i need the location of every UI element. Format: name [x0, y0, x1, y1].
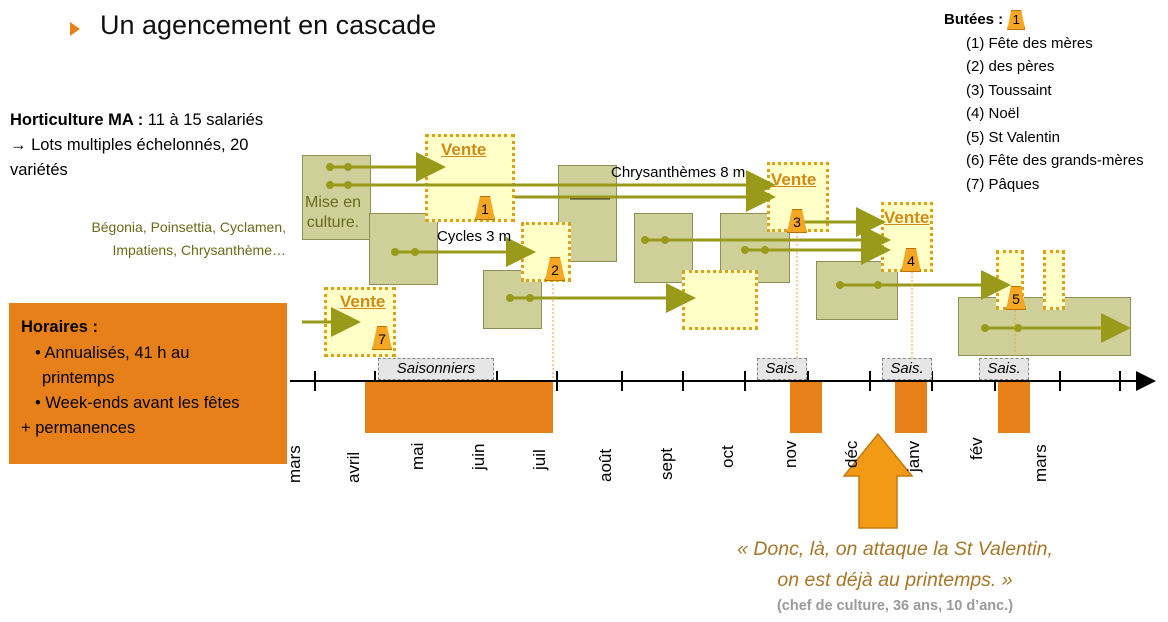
vente-label: Vente: [340, 292, 386, 311]
legend: Butées :1 (1) Fête des mères (2) des pèr…: [944, 8, 1144, 196]
horticulture-staff: 11 à 15 salariés: [143, 111, 264, 129]
legend-item: (6) Fête des grands-mères: [966, 152, 1144, 169]
varieties-text: Bégonia, Poinsettia, Cyclamen, Impatiens…: [91, 219, 286, 258]
horaires-line: • Annualisés, 41 h au: [35, 344, 190, 362]
vente-label: Vente: [441, 140, 487, 159]
culture-box: [558, 165, 617, 262]
horaires-title: Horaires :: [21, 318, 99, 336]
month-label: mars: [285, 445, 304, 483]
sais-label: Sais.: [882, 358, 932, 380]
legend-item: (1) Fête des mères: [966, 34, 1093, 52]
chrysanthemes-label: Chrysanthèmes 8 m: [611, 164, 746, 181]
month-label: juil: [530, 449, 549, 470]
month-label: avril: [344, 451, 363, 483]
sais-label: Sais.: [979, 358, 1029, 380]
sais-label: Sais.: [757, 358, 807, 380]
month-label: mars: [1031, 444, 1050, 482]
month-label: août: [596, 448, 615, 482]
horticulture-label: Horticulture MA :: [10, 111, 144, 129]
slide-title: Un agencement en cascade: [100, 10, 437, 40]
horaires-line: + permanences: [21, 419, 136, 437]
vente-label: Vente: [771, 170, 817, 189]
up-arrow-icon: [842, 432, 914, 529]
cycles-label: Cycles 3 m: [437, 228, 512, 245]
horticulture-text: Horticulture MA : 11 à 15 salariés → Lot…: [10, 108, 300, 183]
horaires-line: printemps: [42, 369, 115, 387]
vente-box: [1043, 250, 1065, 310]
legend-item: (5) St Valentin: [966, 128, 1060, 146]
month-label: mai: [408, 442, 427, 470]
workload-block: [998, 382, 1030, 433]
vente-label: Vente: [884, 208, 930, 227]
horticulture-lots: → Lots multiples échelonnés, 20 variétés: [10, 136, 249, 179]
month-label: sept: [657, 447, 676, 480]
legend-item: (4) Noël: [966, 105, 1020, 122]
month-label: déc: [842, 440, 861, 468]
mise-en-culture-label: Mise en culture.: [304, 194, 362, 231]
month-label: fév: [967, 437, 986, 460]
legend-title: Butées :: [944, 11, 1004, 28]
culture-box: [302, 155, 371, 240]
month-label: nov: [781, 440, 800, 468]
month-label: oct: [718, 445, 737, 468]
culture-box: [369, 213, 438, 285]
saisonniers-label: Saisonniers: [378, 358, 494, 380]
legend-item: (2) des pères: [966, 58, 1055, 75]
workload-block: [895, 382, 927, 433]
quote: « Donc, là, on attaque la St Valentin, o…: [660, 534, 1130, 596]
horaires-line: • Week-ends avant les fêtes: [35, 394, 240, 412]
horaires-box: Horaires : • Annualisés, 41 h au printem…: [9, 303, 287, 464]
workload-block: [790, 382, 822, 433]
month-label: juin: [469, 443, 488, 470]
quote-source: (chef de culture, 36 ans, 10 d’anc.): [776, 598, 1014, 614]
quote-line: on est déjà au printemps. »: [777, 569, 1013, 591]
title-bullet-icon: [70, 22, 80, 36]
legend-item: (3) Toussaint: [966, 81, 1052, 99]
workload-block: [365, 382, 553, 433]
quote-line: « Donc, là, on attaque la St Valentin,: [737, 538, 1053, 560]
legend-item: (7) Pâques: [966, 175, 1040, 193]
month-label: janv: [904, 440, 923, 472]
